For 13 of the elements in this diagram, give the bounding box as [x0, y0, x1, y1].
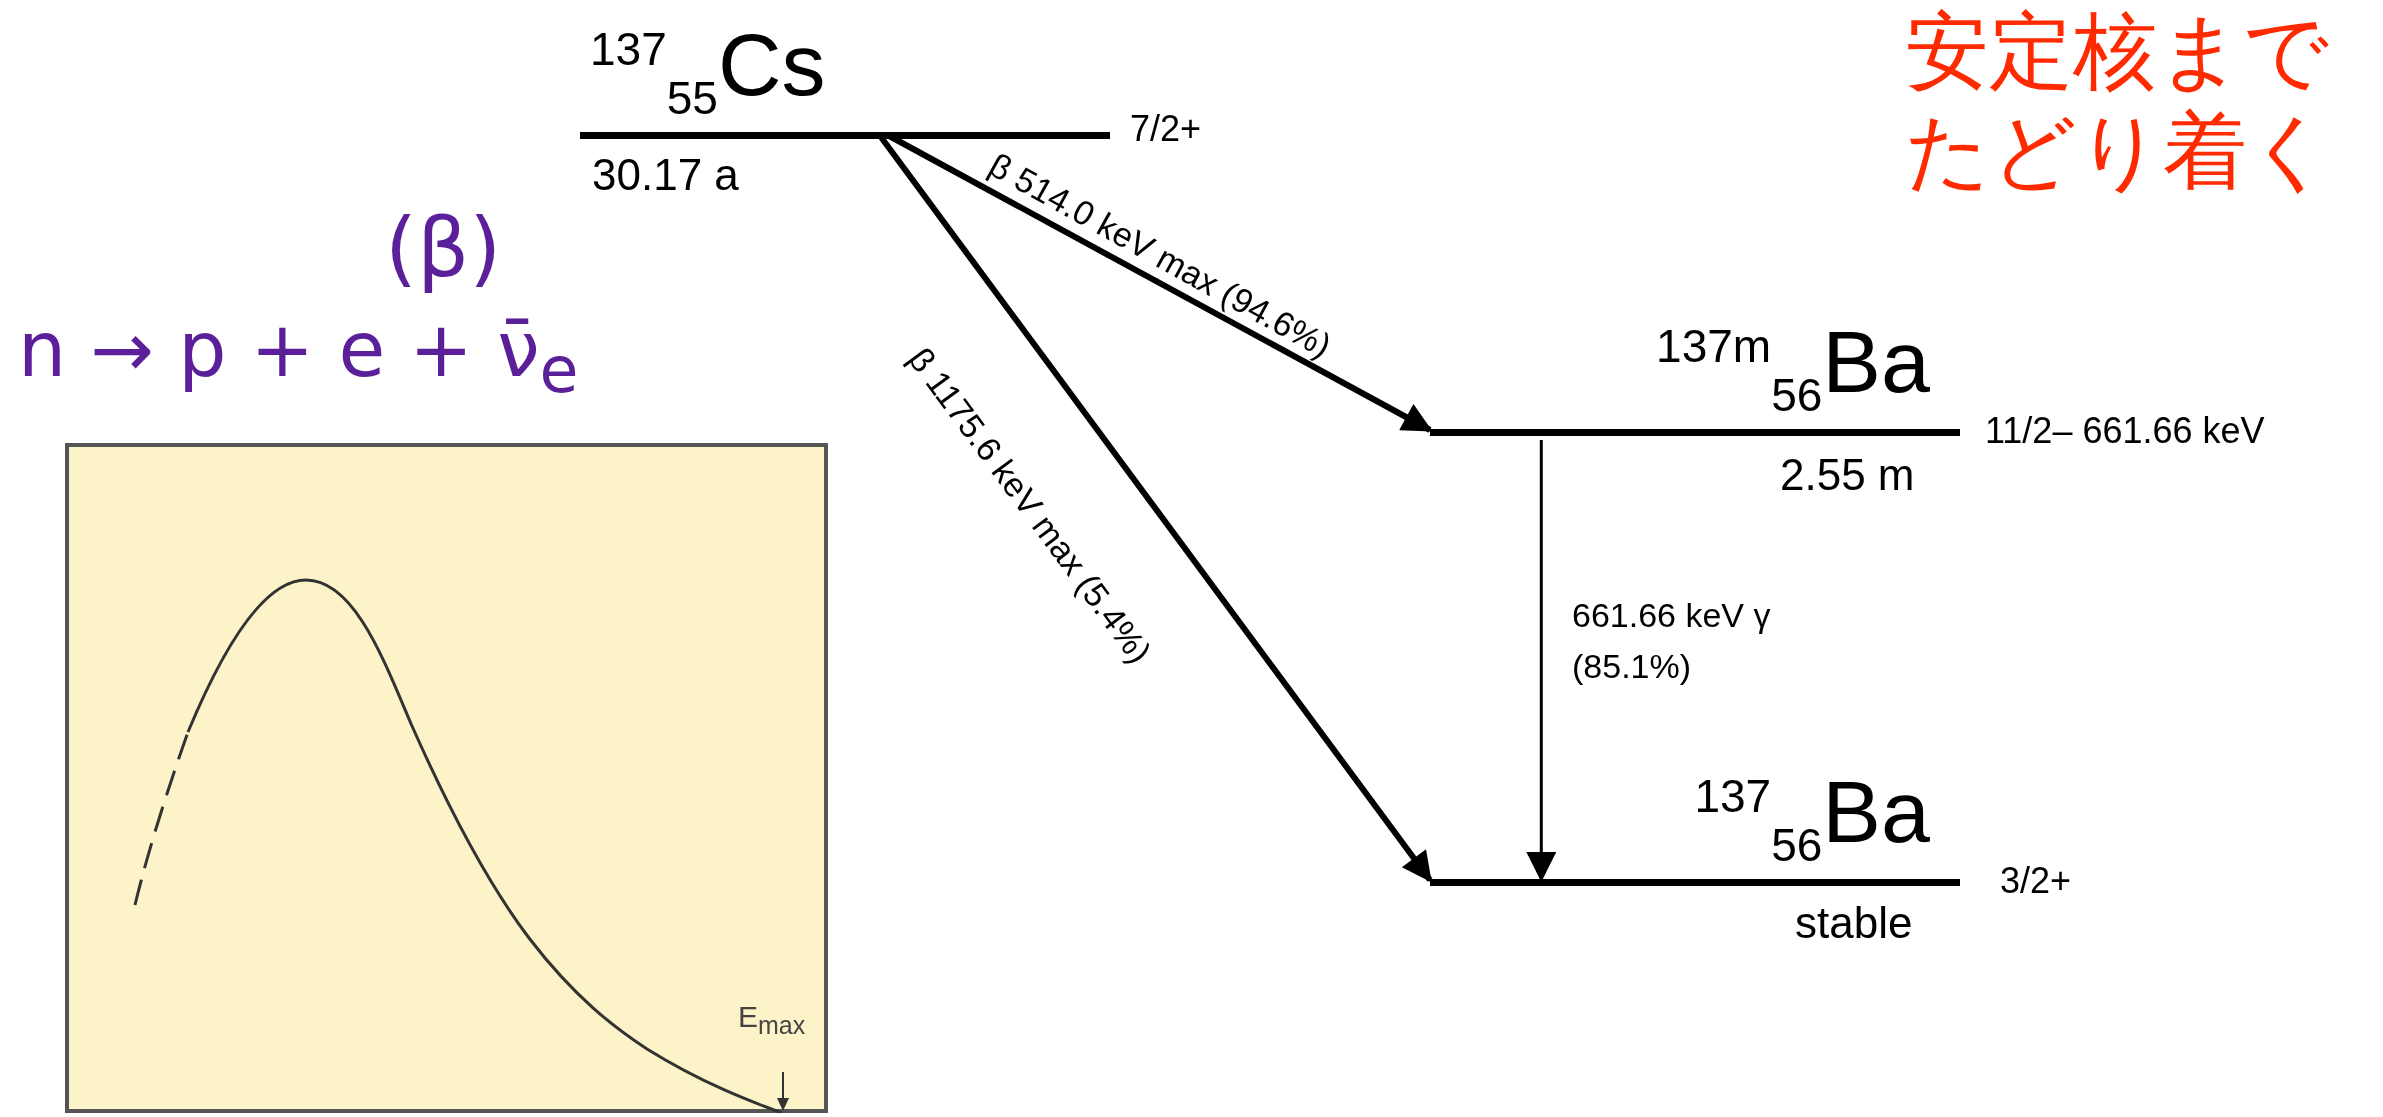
half-life-label: stable: [1795, 898, 1913, 948]
note-text: たどり着く: [1905, 101, 2333, 202]
spin-parity-label: 3/2+: [2000, 860, 2072, 902]
decay-type-label: (β): [385, 200, 502, 295]
edge-label: 661.66 keV γ (85.1%): [1572, 595, 1772, 687]
axis-label: E$_{max}$: [738, 1000, 806, 1040]
half-life-label: 2.55 m: [1780, 450, 1915, 500]
arrow: [1526, 440, 1557, 882]
spin-parity-label: 7/2+: [1130, 108, 1202, 150]
half-life-label: 30.17 a: [592, 150, 739, 200]
spin-parity-label: 11/2– 661.66 keV: [1985, 410, 2265, 452]
equation-text: n → p + e + ν̄$_{e}$: [18, 305, 579, 408]
note-text: 安定核まで: [1905, 1, 2329, 102]
